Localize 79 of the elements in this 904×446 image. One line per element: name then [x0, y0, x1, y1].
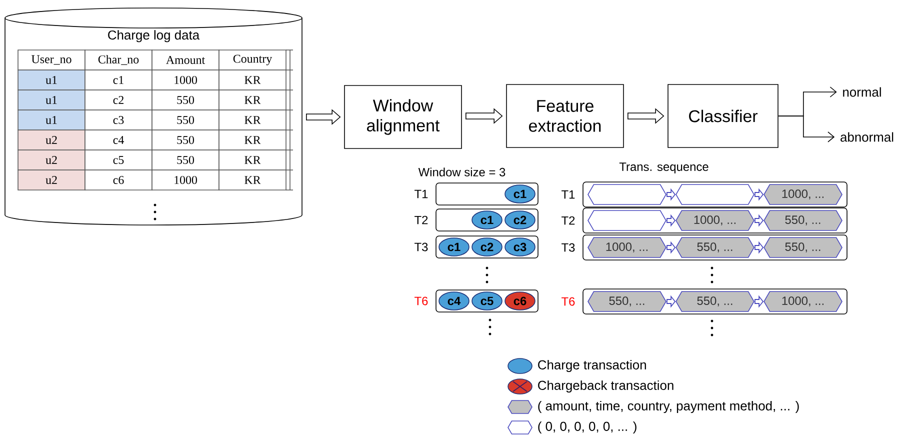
row-label: T6 [562, 297, 575, 306]
block-arrow [754, 241, 764, 254]
legend-text: Chargeback transaction [538, 380, 674, 393]
table-cell: KR [218, 130, 286, 150]
section-heading: Window size = 3 [418, 168, 506, 176]
feature-hexagon: 1000, ... [588, 237, 666, 258]
block-arrow [754, 214, 764, 227]
feature-hexagon [676, 184, 754, 205]
output-label: normal [843, 87, 881, 97]
window-row-box [436, 208, 538, 232]
sequence-row-box [582, 288, 848, 314]
table-cell: u1 [18, 110, 86, 130]
table-cell: u2 [18, 150, 86, 170]
process-box: Window alignment [344, 85, 462, 149]
table-cell: KR [218, 110, 286, 130]
sequence-row-box [582, 182, 848, 208]
block-arrow [754, 188, 764, 201]
table-cell: Country [218, 50, 286, 70]
block-arrow [666, 188, 676, 201]
block-arrow [306, 109, 341, 125]
table-cell: u1 [18, 70, 86, 90]
table-cell: u2 [18, 170, 86, 190]
table-cell: 550 [152, 90, 220, 110]
table-cell: u2 [18, 130, 86, 150]
table-cell: u1 [18, 90, 86, 110]
table-cell: 1000 [152, 70, 220, 90]
row-label: T1 [414, 190, 428, 198]
block-arrow [466, 108, 503, 124]
window-row-box [436, 182, 538, 206]
sequence-row-box [582, 208, 848, 234]
row-label: T3 [562, 243, 575, 252]
feature-hexagon: 1000, ... [764, 291, 842, 312]
feature-hexagon: 1000, ... [676, 210, 754, 231]
feature-hexagon [588, 210, 666, 231]
feature-hexagon: 550, ... [588, 291, 666, 312]
feature-hexagon: 550, ... [764, 210, 842, 231]
feature-hexagon: 550, ... [764, 237, 842, 258]
table-cell: c3 [84, 110, 152, 130]
table-cell: 550 [152, 110, 220, 130]
table-cell: c5 [84, 150, 152, 170]
feature-hexagon: 550, ... [676, 291, 754, 312]
table-cell: c2 [84, 90, 152, 110]
block-arrow [666, 214, 676, 227]
block-arrow [666, 295, 676, 308]
table-cell: KR [218, 70, 286, 90]
section-heading: Trans. sequence [619, 162, 708, 174]
branch-arrow [778, 116, 835, 142]
feature-hexagon [588, 184, 666, 205]
row-label: T3 [414, 242, 428, 252]
table-cell: KR [218, 150, 286, 170]
window-row-box [436, 290, 538, 312]
process-box: Feature extraction [506, 84, 624, 148]
legend-text: Charge transaction [538, 360, 646, 372]
block-arrow [754, 295, 764, 308]
legend-text: ( amount, time, country, payment method, ... ) [538, 400, 799, 414]
row-label: T2 [414, 216, 428, 224]
table-cell: 1000 [152, 170, 220, 190]
table-cell: c6 [84, 170, 152, 190]
block-arrow [666, 241, 676, 254]
table-cell: 550 [152, 130, 220, 150]
row-label: T2 [562, 216, 575, 225]
feature-hexagon: 1000, ... [764, 184, 842, 205]
output-label: abnormal [840, 132, 894, 142]
legend-text: ( 0, 0, 0, 0, 0, ... ) [538, 421, 636, 434]
table-cell: Amount [152, 50, 220, 70]
table-cell: 550 [152, 150, 220, 170]
table-cell: c4 [84, 130, 152, 150]
row-label: T6 [414, 296, 428, 306]
row-label: T1 [562, 190, 575, 199]
table-cell: KR [218, 90, 286, 110]
block-arrow [628, 108, 664, 124]
feature-hexagon: 550, ... [676, 237, 754, 258]
table-cell: c1 [84, 70, 152, 90]
sequence-row-box [582, 234, 848, 260]
table-cell: Char_no [84, 50, 152, 70]
table-cell: KR [218, 170, 286, 190]
window-row-box [436, 236, 538, 258]
process-box: Classifier [668, 84, 778, 148]
table-cell: User_no [18, 50, 86, 70]
